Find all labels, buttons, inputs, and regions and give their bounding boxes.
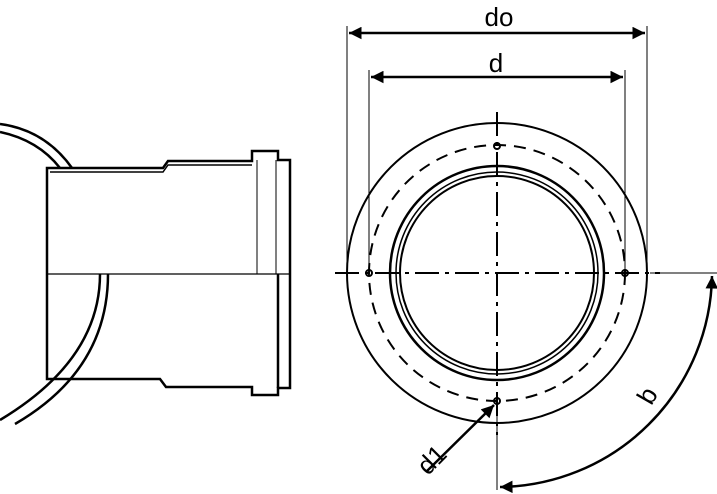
dimensions — [346, 26, 717, 494]
d1-leader — [426, 404, 495, 472]
label-do: do — [485, 2, 514, 32]
curved-pipe — [0, 122, 110, 426]
label-d1: d1 — [411, 439, 453, 481]
fitting-outline — [45, 149, 292, 397]
b-dimension — [499, 275, 717, 494]
side-view — [0, 122, 292, 426]
bolt-hole — [493, 142, 501, 150]
wall-inner-line — [50, 164, 252, 173]
label-b: b — [631, 382, 664, 410]
front-view — [335, 112, 660, 435]
label-d: d — [489, 48, 503, 78]
